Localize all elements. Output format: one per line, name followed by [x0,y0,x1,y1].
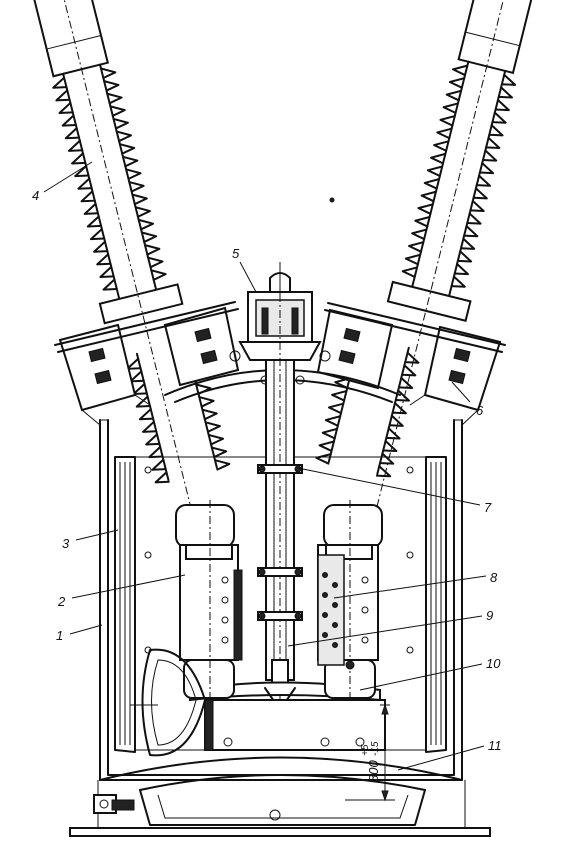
porcelain-shed [442,102,507,124]
label-6: 6 [476,403,484,418]
label-2: 2 [57,594,66,609]
drain-valve [93,794,135,814]
callouts: 4 5 6 7 3 2 8 1 9 10 11 [32,161,502,771]
right-arc-extinguishing-chamber [317,500,383,700]
porcelain-shed [318,440,395,465]
heater-element [130,648,206,757]
dimension-tolerance-upper: +5 [360,744,371,756]
porcelain-shed [417,203,482,225]
porcelain-shed [407,241,473,263]
label-8: 8 [490,570,498,585]
porcelain-shed [154,459,231,484]
porcelain-shed [439,115,504,137]
porcelain-shed [52,67,117,89]
porcelain-shed [86,206,151,228]
porcelain-shed [89,218,155,241]
porcelain-shed [414,215,479,238]
porcelain-shed [64,117,129,140]
left-arc-extinguishing-chamber [175,500,243,700]
porcelain-shed [426,165,491,187]
tank [69,419,491,837]
porcelain-shed [58,92,123,115]
base-plate [69,827,491,837]
rod-guide-low [257,611,303,621]
insulating-lift-rod [257,262,303,720]
porcelain-shed [151,446,228,471]
porcelain-shed [61,105,126,127]
label-5: 5 [232,246,240,261]
porcelain-shed [96,244,161,266]
porcelain-shed [401,266,466,288]
porcelain-shed [83,193,148,215]
porcelain-shed [321,427,398,453]
porcelain-shed [138,396,215,421]
porcelain-shed [74,155,139,178]
label-10: 10 [486,656,501,671]
label-3: 3 [62,536,70,551]
porcelain-shed [448,77,513,99]
porcelain-shed [77,168,142,190]
porcelain-shed [93,231,158,253]
porcelain-shed [420,190,485,213]
porcelain-shed [80,181,145,203]
porcelain-shed [55,80,120,102]
porcelain-shed [142,408,218,433]
bottom-insulating-barrier [204,699,386,751]
stray-mark [329,197,335,203]
right-bushing [364,0,534,554]
porcelain-shed [102,269,167,291]
dimension-value: 800 [366,760,381,782]
porcelain-shed [433,140,498,162]
porcelain-shed [145,421,221,446]
porcelain-shed [445,89,510,112]
porcelain-shed [436,127,501,149]
right-bushing-lower [315,334,420,478]
porcelain-shed [404,253,469,276]
porcelain-shed [324,415,401,440]
rod-guide-mid [257,567,303,577]
porcelain-shed [148,433,225,459]
label-11: 11 [488,738,502,753]
label-9: 9 [486,608,493,623]
porcelain-shed [99,256,164,278]
dimension-tolerance-lower: -15 [370,741,381,756]
left-bushing [32,0,204,557]
porcelain-shed [430,152,495,175]
right-current-transformers [316,302,506,426]
porcelain-shed [423,178,488,200]
porcelain-shed [315,453,392,478]
left-bushing-lower [126,340,231,484]
porcelain-shed [71,143,136,165]
left-current-transformers [54,301,240,426]
porcelain-shed [452,64,517,86]
label-7: 7 [484,500,492,515]
porcelain-shed [67,130,133,152]
dimension-line: 800 +5 -15 [345,703,395,802]
label-4: 4 [32,188,39,203]
porcelain-shed [327,402,404,427]
label-1: 1 [56,628,63,643]
porcelain-shed [331,390,407,415]
porcelain-shed [411,228,476,250]
